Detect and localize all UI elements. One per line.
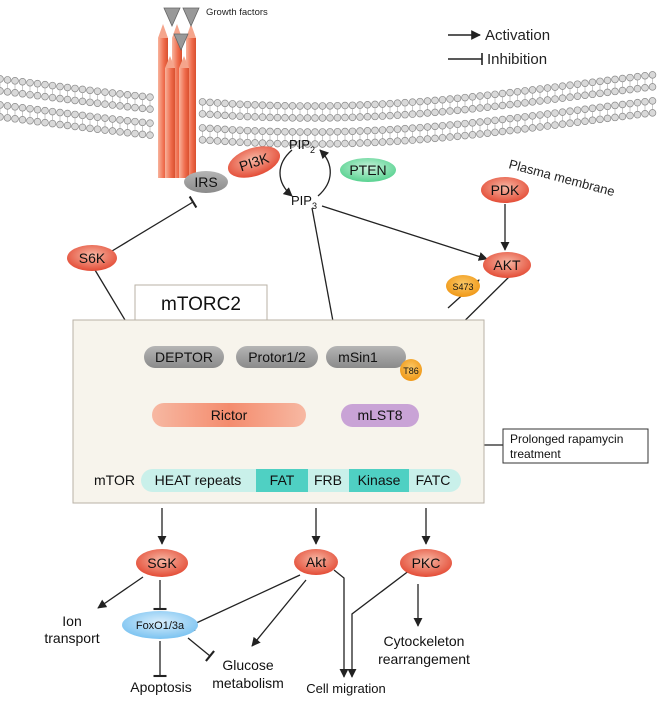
- upstream-nodes: IRS PI3K PIP2 PIP3 PTEN PDK AKT S473 S6K: [67, 137, 531, 297]
- plasma-membrane: Plasma membrane: [0, 71, 657, 199]
- pip2-label: PIP2: [289, 137, 315, 155]
- rictor-node: [152, 403, 306, 427]
- msin1-node: [326, 346, 406, 368]
- deptor-label: DEPTOR: [155, 349, 213, 365]
- akt-label: AKT: [493, 257, 521, 273]
- s6k-label: S6K: [79, 250, 106, 266]
- s6k-node: [67, 245, 117, 271]
- mtor-domain-bar: [141, 469, 461, 492]
- t86-phospho-site: [400, 359, 422, 381]
- growth-factor-receptor: Growth factors: [158, 7, 268, 178]
- growth-factor-triangle: [163, 7, 181, 27]
- downstream-nodes: SGK Akt PKC FoxO1/3a: [122, 549, 452, 639]
- mtorc2-title: mTORC2: [161, 294, 241, 315]
- domain-fat: FAT: [270, 472, 295, 488]
- domain-kinase: Kinase: [358, 472, 401, 488]
- cell-migration-label: Cell migration: [306, 681, 385, 696]
- cytoskeleton-line2: rearrangement: [378, 651, 470, 667]
- ion-transport-line1: Ion: [62, 613, 81, 629]
- ion-transport-line2: transport: [44, 630, 99, 646]
- t86-label: T86: [403, 366, 419, 376]
- rictor-label: Rictor: [211, 407, 248, 423]
- deptor-node: [144, 346, 224, 368]
- mtor-label: mTOR: [94, 472, 135, 488]
- foxo-label: FoxO1/3a: [136, 620, 185, 632]
- irs-label: IRS: [194, 174, 217, 190]
- s473-label: S473: [452, 282, 473, 292]
- pi3k-node: [227, 146, 281, 178]
- mlst8-node: [341, 404, 419, 427]
- rapamycin-line1: Prolonged rapamycin: [510, 432, 623, 446]
- protor-node: [236, 346, 318, 368]
- akt-downstream-node: [294, 549, 338, 575]
- pip3-label: PIP3: [291, 193, 317, 211]
- sgk-node: [136, 549, 188, 577]
- s473-phospho-site: [446, 275, 480, 297]
- pkc-label: PKC: [412, 555, 441, 571]
- growth-factors-label: Growth factors: [206, 7, 268, 18]
- foxo-node: [122, 611, 198, 639]
- mtorc2-complex: mTORC2 DEPTOR Protor1/2 mSin1 T86 Rictor…: [72, 284, 485, 504]
- cellular-outcomes: Ion transport Apoptosis Glucose metaboli…: [44, 613, 470, 696]
- pkc-node: [400, 549, 452, 577]
- domain-fatc: FATC: [416, 472, 451, 488]
- rapamycin-note: Prolonged rapamycin treatment: [502, 428, 649, 464]
- msin1-label: mSin1: [338, 349, 378, 365]
- rapamycin-line2: treatment: [510, 447, 561, 461]
- mlst8-label: mLST8: [357, 407, 402, 423]
- cytoskeleton-line1: Cytockeleton: [384, 633, 465, 649]
- domain-frb: FRB: [314, 472, 342, 488]
- sgk-label: SGK: [147, 555, 177, 571]
- glucose-line2: metabolism: [212, 675, 284, 691]
- legend: Activation Inhibition: [448, 27, 550, 68]
- legend-inhibition: Inhibition: [487, 51, 547, 68]
- glucose-line1: Glucose: [222, 657, 274, 673]
- akt-node: [483, 252, 531, 278]
- growth-factor-triangle: [173, 33, 189, 51]
- legend-activation: Activation: [485, 27, 550, 44]
- akt-downstream-label: Akt: [306, 554, 326, 570]
- apoptosis-label: Apoptosis: [130, 679, 191, 695]
- mtorc2-tab: [134, 284, 268, 321]
- pten-label: PTEN: [349, 162, 386, 178]
- growth-factor-triangle: [182, 7, 200, 27]
- pdk-label: PDK: [491, 182, 520, 198]
- pten-node: [340, 158, 396, 182]
- protor-label: Protor1/2: [248, 349, 306, 365]
- pdk-node: [481, 177, 529, 203]
- domain-heat-repeats: HEAT repeats: [155, 472, 242, 488]
- irs-node: [184, 171, 228, 193]
